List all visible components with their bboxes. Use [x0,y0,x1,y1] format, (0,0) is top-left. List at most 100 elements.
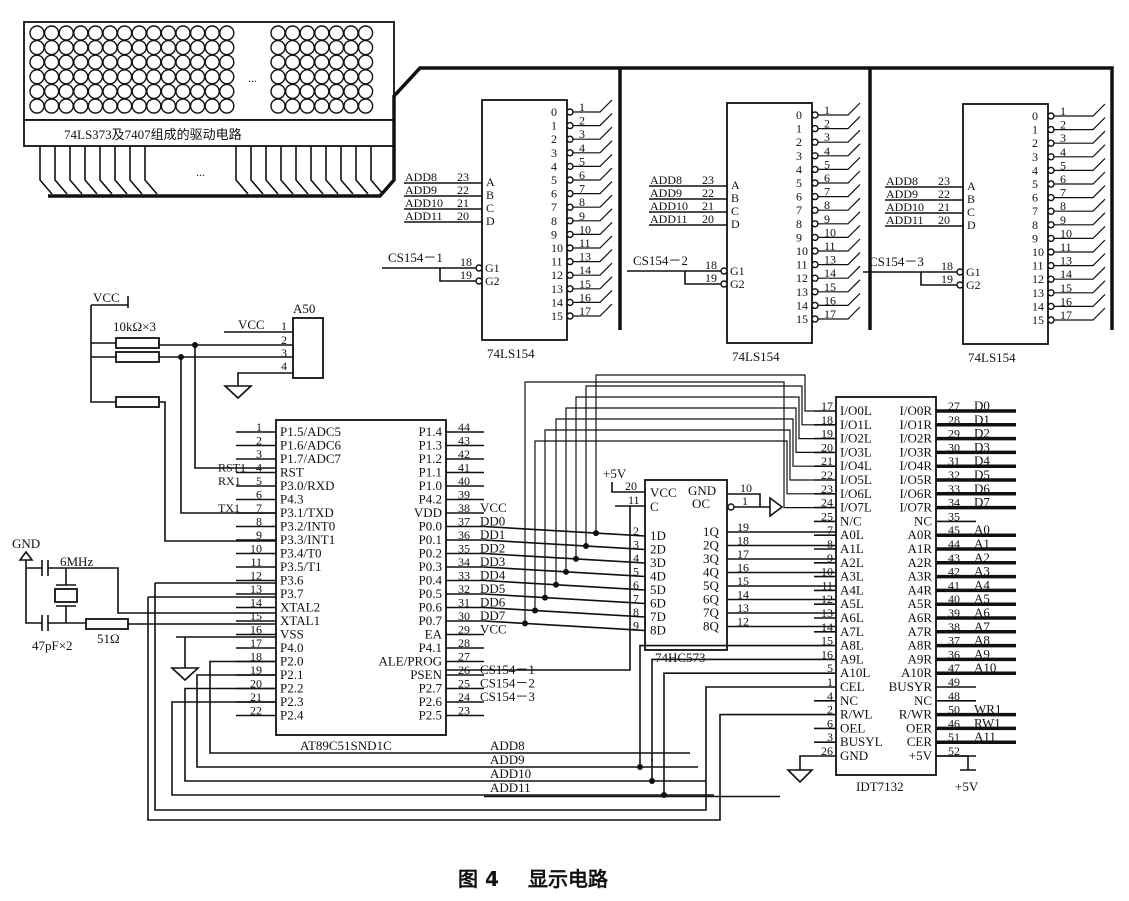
latch-pin-name: C [650,499,659,514]
led-dot [160,54,177,70]
input-name: A [486,175,495,189]
led-dot [343,83,359,100]
pin-number: 23 [457,170,469,184]
led-dot [43,69,60,85]
output-name: 13 [551,282,563,296]
dpram-pin-number: 24 [821,496,833,510]
output-pin-number: 11 [1060,240,1072,254]
dpram-pin-number: 45 [948,523,960,537]
dpram-net-label: D4 [974,453,990,468]
g1-label: G1 [485,261,500,275]
dpram-pin-name: A8R [907,638,932,653]
output-name: 5 [796,176,802,190]
mcu-net-label: TX1 [218,501,240,515]
output-wire [818,156,861,170]
mcu-pin-number: 43 [458,434,470,448]
mcu-pin-number: 4 [256,461,262,475]
led-dot [219,54,235,70]
ground-icon [222,385,254,400]
led-dot [284,98,301,114]
output-pin-number: 10 [579,222,591,236]
led-dot [219,39,235,56]
mcu-net-label: DD2 [480,541,505,556]
led-dot [131,39,147,56]
address-bus-wire [171,701,714,796]
output-wire [1054,280,1106,294]
input-name: B [731,191,739,205]
gnd-label: GND [12,536,40,551]
latch-pin-name: 6D [650,596,666,611]
a50-vcc-label: VCC [238,317,265,332]
dpram-pin-number: 20 [821,440,833,454]
pin-number: 19 [460,268,472,282]
led-dot [270,98,286,114]
dpram-pin-name: A3L [840,569,864,584]
output-name: 7 [551,200,557,214]
led-dot [87,69,104,85]
dpram-net-label: A8 [974,633,990,648]
dpram-pin-number: 12 [821,592,833,606]
led-dot [73,83,89,100]
mcu-pin-name: P4.0 [280,640,303,655]
latch-pin-number: 2 [633,524,639,538]
output-wire [1054,130,1106,144]
mcu-pin-name: P3.4/T0 [280,546,322,561]
a50-connector [292,317,324,379]
led-matrix-panel: ... 74LS373及7407组成的驱动电路 ... [23,21,1114,330]
latch-pin-name: 8Q [703,619,720,634]
dpram-pin-number: 4 [827,689,833,703]
output-pin-number: 17 [824,307,836,321]
led-dot [29,69,45,85]
led-dot [58,83,74,100]
dpram-net-label: D7 [974,495,990,510]
address-bus-wire [651,658,814,781]
output-pin-number: 17 [579,304,591,318]
dpram-pin-name: I/O2R [900,431,933,446]
led-dot [146,25,162,41]
dpram-pin-name: I/O1L [840,417,872,432]
led-dot [204,25,220,41]
led-dot [160,25,177,41]
data-bus-wire [534,440,814,611]
mcu-body [275,419,447,736]
pin-number: 18 [705,258,717,272]
led-dot [314,69,330,85]
mcu-pin-name: P0.2 [419,546,442,561]
resistor-r1 [115,337,160,349]
dpram-pin-name: I/O4R [900,458,933,473]
output-wire [573,99,613,113]
mcu-pin-number: 23 [458,704,470,718]
output-name: 2 [551,132,557,146]
dpram-pin-name: A6R [907,610,932,625]
pin-number: 18 [460,255,472,269]
latch-pin-number: 16 [737,561,749,575]
led-dot [146,69,162,85]
latch-pin-name: 1D [650,528,666,543]
svg-text:4: 4 [281,359,287,373]
driver-leg-wire [265,146,279,195]
output-pin-number: 14 [824,266,836,280]
led-dot [146,83,162,100]
dpram-net-label: A7 [974,619,990,634]
mcu-pin-name: P4.3 [280,492,303,507]
mcu-pin-number: 37 [458,515,470,529]
output-name: 6 [551,187,557,201]
output-wire [1054,266,1106,280]
dpram-pin-name: I/O5R [900,472,933,487]
mcu-pin-number: 20 [250,677,262,691]
led-dot [328,98,345,114]
output-name: 14 [551,295,563,309]
dpram-pin-name: A8L [840,638,864,653]
led-dot [43,39,60,56]
led-dot [299,54,315,70]
power-connector-section: VCC 10kΩ×3 VCC A50 1 2 3 4 [90,290,324,542]
resistor-label: 51Ω [97,631,120,646]
mcu-pin-number: 40 [458,474,470,488]
latch-pin-name: 5Q [703,578,720,593]
address-net-label: ADD8 [405,170,437,184]
mcu-pin-number: 11 [250,555,262,569]
g2-label: G2 [485,274,500,288]
dpram-pin-name: I/O2L [840,431,872,446]
output-pin-number: 5 [579,154,585,168]
